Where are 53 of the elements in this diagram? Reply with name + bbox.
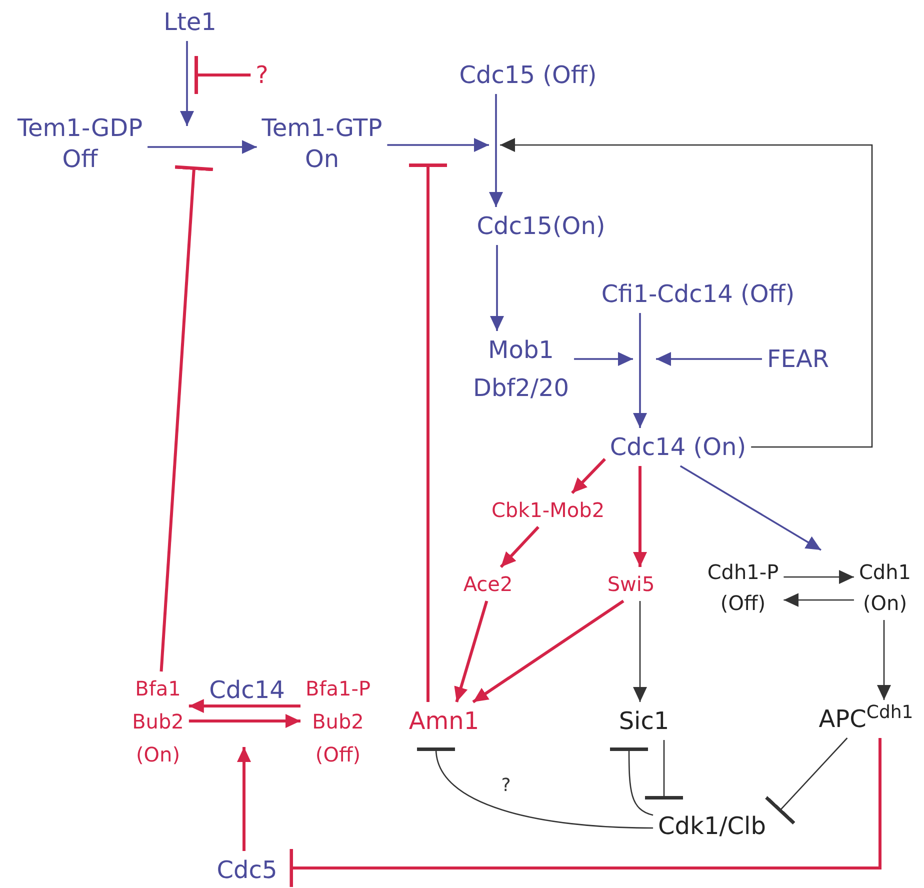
protein-label: Swi5	[607, 572, 655, 596]
protein-label: Bfa1 Bub2 (On)	[125, 672, 191, 772]
protein-label: Amn1	[408, 707, 480, 735]
protein-label: Cdc15(On)	[476, 212, 606, 240]
arrow	[656, 352, 762, 366]
protein-label: Cdh1 (On)	[854, 557, 916, 619]
inhibition-line	[417, 744, 654, 829]
inhibition-line	[409, 164, 447, 702]
protein-label: ?	[256, 61, 268, 89]
inhibition-line	[765, 738, 848, 824]
arrow	[571, 458, 606, 494]
inhibition-line	[610, 747, 654, 816]
arrow	[489, 94, 503, 207]
protein-label: Bfa1-P Bub2 (Off)	[297, 672, 379, 772]
protein-label: Cdk1/Clb	[658, 812, 766, 840]
arrow	[633, 601, 647, 702]
protein-label: Tem1-GTP On	[242, 113, 402, 175]
arrow	[188, 699, 300, 713]
protein-label: Ace2	[463, 572, 513, 596]
arrow	[387, 138, 489, 152]
arrow	[180, 41, 194, 126]
arrow	[877, 620, 891, 700]
protein-label: Cdh1-P (Off)	[702, 557, 784, 619]
arrow	[188, 714, 300, 728]
arrow	[237, 747, 251, 851]
protein-label: Lte1	[164, 8, 216, 36]
inhibition-line	[645, 740, 683, 800]
arrow	[148, 140, 257, 154]
protein-label: APC$^{Cdh1}$	[818, 705, 914, 733]
protein-label: Tem1-GDP Off	[14, 113, 146, 175]
arrow	[574, 352, 633, 366]
protein-label: Cdc5	[216, 856, 278, 884]
inhibition-line	[160, 165, 214, 672]
protein-label: Sic1	[618, 707, 670, 735]
enzyme-label: Cdc14	[209, 678, 285, 702]
arrow	[454, 600, 488, 702]
arrow	[490, 245, 504, 331]
arrow	[633, 466, 647, 567]
arrow	[633, 313, 647, 428]
protein-label: Cfi1-Cdc14 (Off)	[601, 280, 795, 308]
arrow	[472, 600, 624, 704]
protein-label: Mob1 Dbf2/20	[465, 331, 577, 407]
inhibition-line	[194, 56, 251, 94]
protein-label: Cdc15 (Off)	[459, 61, 597, 89]
inhibition-line	[290, 738, 882, 887]
arrow	[500, 526, 540, 568]
protein-label: Cdc14 (On)	[610, 433, 746, 461]
protein-label: Cbk1-Mob2	[491, 498, 605, 522]
arrow	[784, 593, 854, 607]
protein-label: FEAR	[766, 345, 830, 373]
arrow	[784, 570, 854, 584]
arrow	[500, 138, 873, 448]
arrow	[680, 465, 822, 551]
